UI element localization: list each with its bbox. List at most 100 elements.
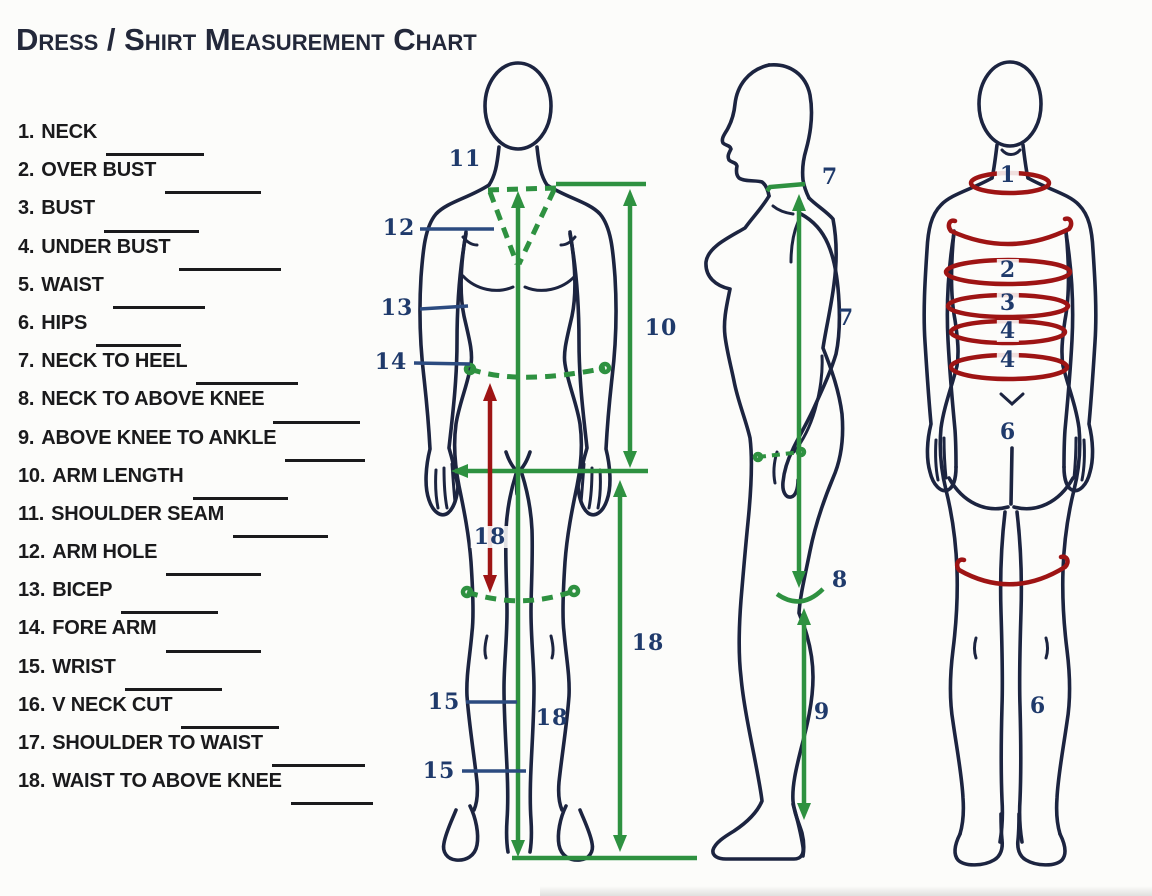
front-label-shoulder-seam: 11 — [448, 146, 482, 172]
list-item: 14. FORE ARM — [18, 617, 388, 655]
front-arm-right-inner — [568, 232, 589, 489]
item-label: OVER BUST — [41, 159, 157, 182]
front-arm-right-outer — [545, 183, 618, 517]
side-measure-lines — [752, 181, 825, 820]
back-label-over-bust: 2 — [996, 259, 1020, 281]
front-label-lower-length: 18 — [631, 630, 665, 656]
list-item: 3.BUST — [18, 197, 388, 235]
front-label-fore-arm: 14 — [374, 349, 408, 375]
blank-line — [179, 266, 282, 271]
back-leg-left-inner — [998, 510, 1007, 844]
front-armpit-marks — [461, 235, 577, 247]
shoulder-seam-dashed-line — [487, 185, 557, 193]
back-spine-lower-line — [1009, 446, 1014, 506]
front-label-wrist-a: 15 — [427, 689, 461, 715]
back-head — [977, 60, 1043, 148]
front-arm-left-inner — [447, 232, 468, 489]
measurement-list: 1.NECK 2.OVER BUST 3.BUST 4.UNDER BUST 5… — [18, 121, 388, 808]
arrowhead-up — [623, 189, 637, 206]
front-arm-left-outer — [418, 183, 491, 517]
item-label: SHOULDER TO WAIST — [52, 732, 263, 754]
side-head-face — [720, 63, 771, 198]
blank-line — [181, 724, 280, 729]
item-number: 8. — [18, 388, 35, 411]
arrowhead-down — [792, 571, 806, 588]
blank-line — [196, 380, 299, 386]
list-item: 9. ABOVE KNEE TO ANKLE — [18, 427, 388, 465]
above-knee-dashed-line — [466, 588, 575, 604]
list-item: 5. WAIST — [18, 274, 388, 312]
item-label: ABOVE KNEE TO ANKLE — [41, 426, 277, 449]
back-label-under-bust: 4 — [996, 320, 1020, 342]
red-arrowhead-up — [483, 383, 497, 401]
front-label-arm-hole: 12 — [382, 215, 416, 241]
side-head-back — [767, 63, 814, 200]
list-item: 2.OVER BUST — [18, 159, 388, 197]
over-bust-ring — [946, 216, 1074, 247]
side-body-front — [704, 194, 805, 861]
list-item: 4.UNDER BUST — [18, 236, 388, 274]
front-head — [483, 61, 553, 151]
v-neck-cut-dashed-line — [487, 188, 557, 266]
side-body-back — [791, 196, 845, 858]
item-label: ARM LENGTH — [52, 464, 184, 487]
blank-line — [165, 189, 262, 195]
list-item: 1.NECK — [18, 121, 388, 159]
list-item: 13.BICEP — [18, 579, 388, 617]
front-foot-left — [441, 804, 480, 862]
front-knee-marks — [483, 634, 555, 660]
item-label: WAIST — [41, 273, 104, 296]
item-label: SHOULDER SEAM — [51, 502, 225, 525]
blank-line — [121, 609, 219, 615]
dash-end-dot — [460, 585, 474, 599]
back-figure — [922, 60, 1098, 867]
item-label: BUST — [41, 197, 95, 220]
back-foot-right — [1015, 812, 1067, 867]
item-label: FORE ARM — [52, 617, 157, 640]
item-label: NECK TO ABOVE KNEE — [41, 388, 265, 411]
item-number: 5. — [18, 273, 35, 296]
item-label: WAIST TO ABOVE KNEE — [52, 770, 282, 793]
item-number: 14. — [18, 617, 46, 640]
blank-line — [290, 800, 373, 806]
hip-dashed-line — [469, 365, 606, 380]
item-number: 16. — [18, 693, 46, 716]
leader-line-13 — [419, 304, 469, 311]
item-label: NECK TO HEEL — [41, 350, 188, 373]
side-shoulder-mark — [771, 204, 795, 216]
blank-line — [166, 571, 262, 577]
list-item: 16.V NECK CUT — [18, 694, 388, 732]
item-number: 13. — [18, 579, 46, 602]
item-number: 18. — [18, 770, 46, 793]
arrowhead-left — [451, 464, 468, 478]
wrist-dashed-line — [757, 450, 802, 459]
blank-line — [112, 304, 205, 309]
side-label-neck-a: 7 — [821, 164, 839, 190]
arrowhead-up — [511, 191, 525, 208]
front-label-arm-length: 10 — [644, 315, 678, 341]
item-label: ARM HOLE — [52, 541, 158, 564]
side-label-knee-to-ankle: 9 — [813, 699, 831, 725]
front-label-inner-length: 18 — [535, 705, 569, 731]
item-number: 1. — [18, 121, 35, 143]
back-knee-marks — [973, 636, 1049, 660]
front-label-waist-to-knee: 18 — [470, 526, 510, 548]
back-label-hips-b: 6 — [1029, 693, 1047, 719]
list-item: 17.SHOULDER TO WAIST — [18, 732, 388, 770]
item-number: 11. — [18, 502, 45, 525]
list-item: 18. WAIST TO ABOVE KNEE — [18, 770, 388, 808]
front-torso-leg-left — [452, 230, 480, 812]
arrowhead-up — [797, 608, 811, 625]
front-leg-right-inner — [520, 472, 536, 854]
front-torso-leg-right — [556, 230, 584, 812]
red-arrowhead-down — [483, 575, 497, 593]
blank-line — [192, 495, 288, 500]
list-item: 10.ARM LENGTH — [18, 465, 388, 503]
back-torso-leg-left — [938, 229, 966, 836]
list-item: 11. SHOULDER SEAM — [18, 503, 388, 541]
side-label-neck-to-knee: 8 — [831, 567, 849, 593]
item-number: 9. — [18, 426, 35, 449]
arrowhead-down — [511, 840, 525, 857]
